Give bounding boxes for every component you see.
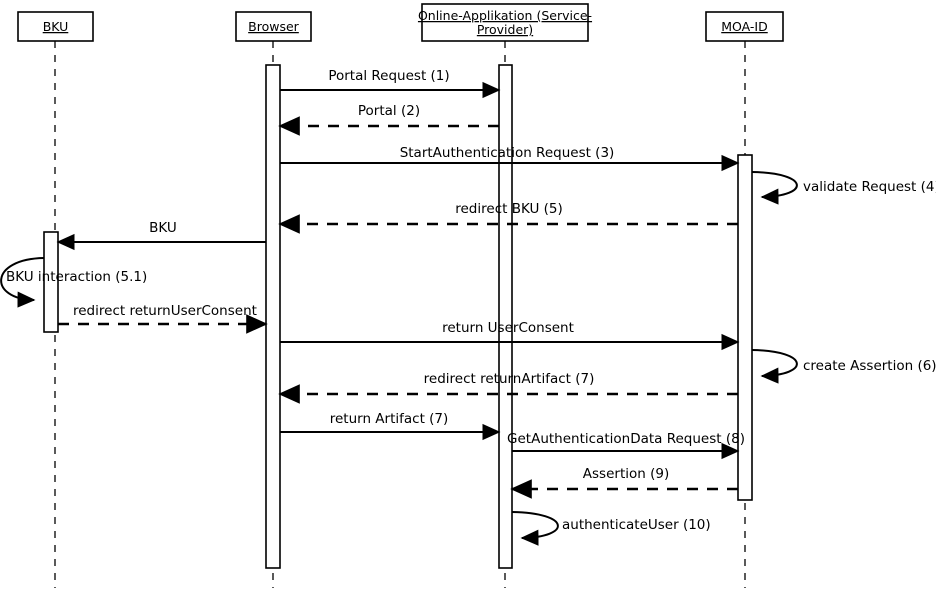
message-label-5.1: BKU interaction (5.1) <box>6 269 147 285</box>
message-7[interactable]: redirect returnArtifact (7) <box>278 371 738 404</box>
participant-box-browser[interactable] <box>235 11 312 42</box>
activation-bar-bku <box>43 231 59 333</box>
activation-bar-online_app <box>498 64 513 569</box>
message-label-7: redirect returnArtifact (7) <box>424 371 595 387</box>
message-5.1[interactable]: BKU interaction (5.1) <box>0 257 147 308</box>
messages-layer: Portal Request (1) Portal (2) StartAuthent… <box>0 68 936 546</box>
participant-label-online_app: Provider) <box>477 22 533 37</box>
message-label-6: create Assertion (6) <box>803 358 936 374</box>
self-message-line-5.1 <box>0 257 45 308</box>
message-6a[interactable]: return UserConsent <box>280 320 740 351</box>
message-label-7b: return Artifact (7) <box>330 411 449 427</box>
message-1[interactable]: Portal Request (1) <box>280 68 501 99</box>
message-label-5.2: redirect returnUserConsent <box>73 303 257 319</box>
activation-bar-moa_id <box>737 154 753 501</box>
message-7b[interactable]: return Artifact (7) <box>280 411 501 441</box>
message-label-2: Portal (2) <box>358 103 420 119</box>
message-10[interactable]: authenticateUser (10) <box>511 511 711 546</box>
message-3[interactable]: StartAuthentication Request (3) <box>280 145 740 172</box>
self-message-line-6 <box>751 349 798 384</box>
message-label-1: Portal Request (1) <box>328 68 449 84</box>
message-6[interactable]: create Assertion (6) <box>751 349 936 384</box>
self-message-line-10 <box>511 511 559 546</box>
message-label-9: Assertion (9) <box>583 466 669 482</box>
message-label-6a: return UserConsent <box>442 320 574 336</box>
actor-boxes-layer: BKU Browser Online-Applikation (Service-Pr… <box>17 3 784 42</box>
activation-bar-browser <box>265 64 281 569</box>
message-2[interactable]: Portal (2) <box>278 103 499 136</box>
participant-box-bku[interactable] <box>17 11 94 42</box>
message-label-10: authenticateUser (10) <box>562 517 711 533</box>
activations-layer <box>43 64 753 569</box>
message-5.2[interactable]: redirect returnUserConsent <box>58 303 268 334</box>
message-label-8: GetAuthenticationData Request (8) <box>507 431 745 447</box>
participant-label-browser: Browser <box>248 19 300 34</box>
message-8[interactable]: GetAuthenticationData Request (8) <box>507 431 745 460</box>
message-4[interactable]: validate Request (4) <box>751 171 936 205</box>
participant-box-moa_id[interactable] <box>705 11 784 42</box>
message-label-4: validate Request (4) <box>803 179 936 195</box>
message-5a[interactable]: BKU <box>56 220 266 251</box>
participant-label-online_app: Online-Applikation (Service- <box>418 8 592 23</box>
message-label-5a: BKU <box>149 220 177 236</box>
message-label-3: StartAuthentication Request (3) <box>400 145 615 161</box>
self-message-line-4 <box>751 171 798 205</box>
participant-label-bku: BKU <box>43 19 69 34</box>
participant-box-online_app[interactable] <box>421 3 589 42</box>
message-label-5: redirect BKU (5) <box>455 201 563 217</box>
message-9[interactable]: Assertion (9) <box>510 466 738 499</box>
participant-label-moa_id: MOA-ID <box>721 19 768 34</box>
message-5[interactable]: redirect BKU (5) <box>278 201 738 234</box>
